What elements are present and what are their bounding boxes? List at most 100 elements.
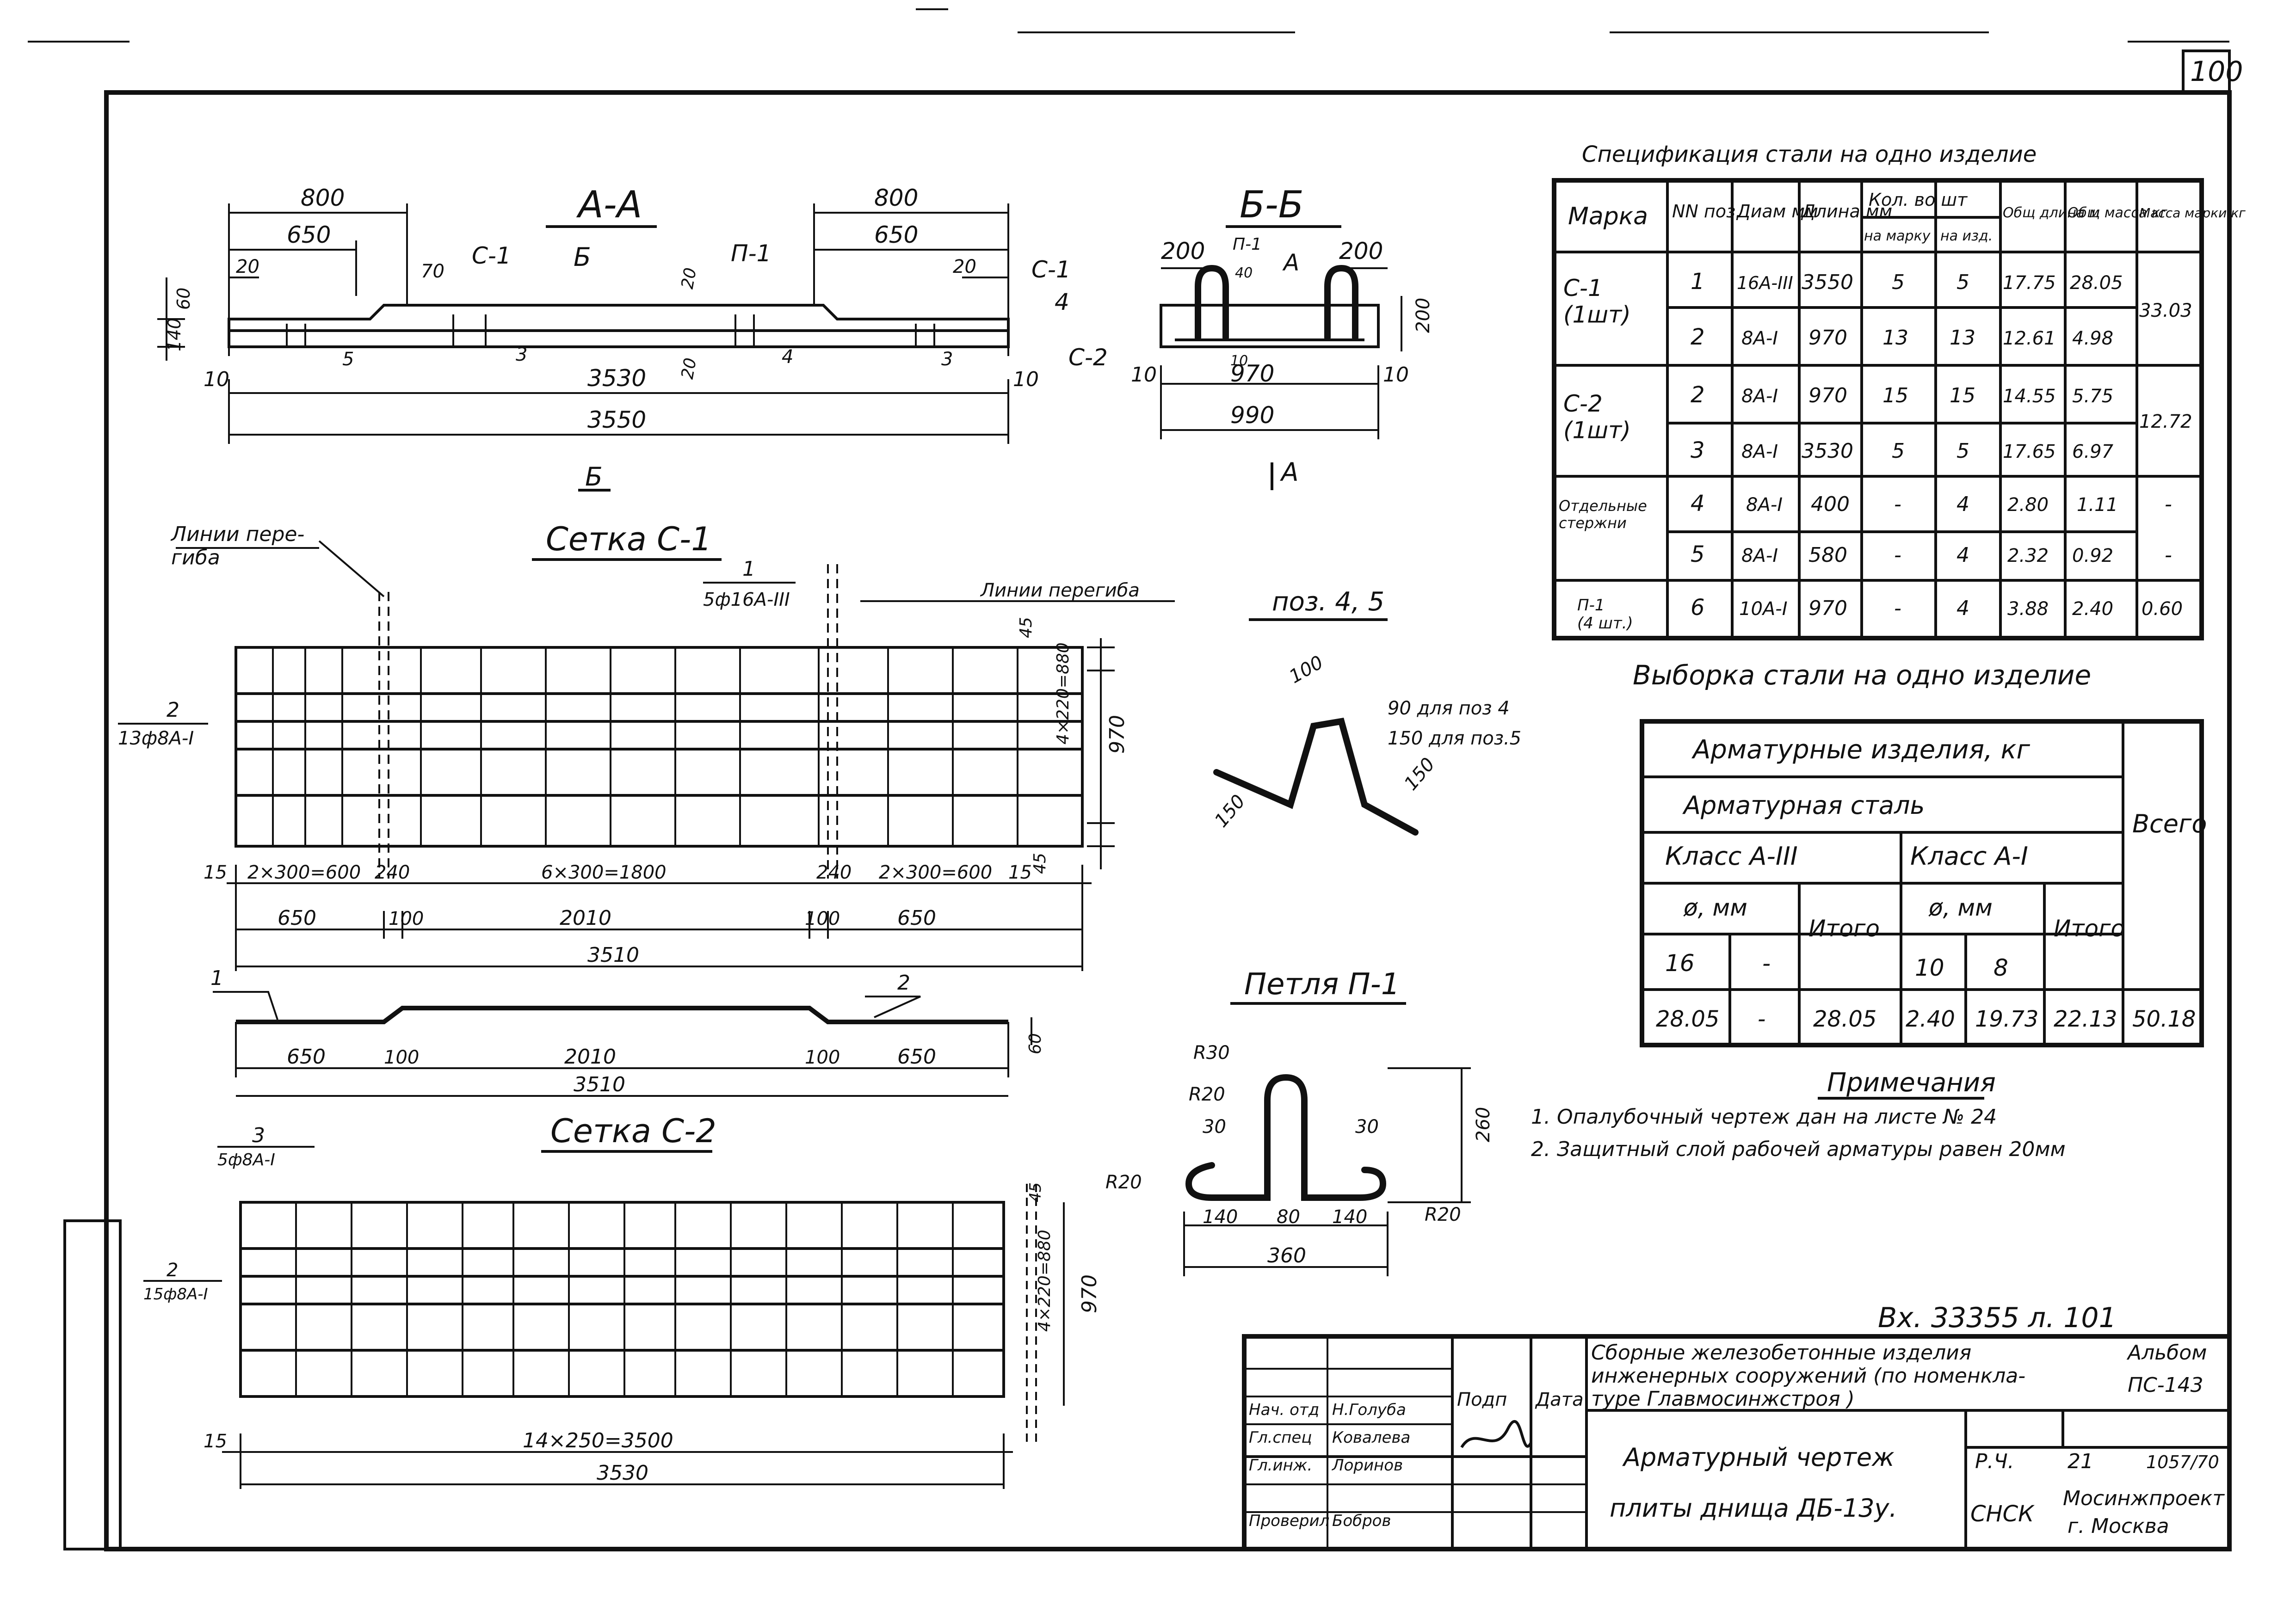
spec-r6-len: 970 <box>1808 597 1847 620</box>
tb-name3: Лоринов <box>1331 1456 1403 1475</box>
c2-bar2-bottom: 15ф8А-I <box>143 1285 208 1304</box>
c1-profile-h60: 60 <box>1026 1033 1045 1054</box>
pos45-dim-150a: 150 <box>1210 791 1249 831</box>
spec-r4-pos: 4 <box>1691 491 1705 517</box>
aa-dim-3530: 3530 <box>587 365 646 392</box>
tb-drawing-line1: Арматурный чертеж <box>1622 1443 1895 1472</box>
c1-profile-total: 3510 <box>574 1073 625 1096</box>
aa-label-c1: С-1 <box>472 242 511 269</box>
c2-total: 3530 <box>597 1461 648 1485</box>
spec-r6-mm: 0.60 <box>2142 598 2183 620</box>
spec-r2-diam: 8А-I <box>1741 386 1778 407</box>
selection-table: Выборка стали на одно изделие Арматурные… <box>1633 659 2207 1047</box>
sel-itogo2: Итого <box>2054 915 2125 942</box>
sel-c16: 16 <box>1665 950 1695 977</box>
sel-vdash: - <box>1758 1006 1765 1032</box>
notes: Примечания 1. Опалубочный чертеж дан на … <box>1531 1068 2066 1161</box>
c1-row1-3: 6×300=1800 <box>541 862 667 883</box>
spec-r5-tm: 0.92 <box>2072 545 2113 566</box>
spec-r4-qm: - <box>1894 492 1901 516</box>
c1-dim-4x220: 4×220=880 <box>1054 642 1073 744</box>
spec-r0-qm: 5 <box>1892 271 1905 294</box>
tb-org-name1: Мосинжпроект <box>2063 1487 2225 1510</box>
c1-profile-100b: 100 <box>805 1047 840 1068</box>
aa-dim-650-left: 650 <box>287 221 331 248</box>
spec-r4-mm: - <box>2165 492 2172 516</box>
aa-dim-20b: 20 <box>678 357 700 381</box>
spec-r5-qi: 4 <box>1957 543 1969 567</box>
bb-dim-10-right: 10 <box>1383 363 1409 387</box>
c1-row2-1: 100 <box>389 908 424 929</box>
bb-dim-990: 990 <box>1230 402 1274 429</box>
c1-row2-3: 100 <box>805 908 840 929</box>
aa-label-p1: П-1 <box>731 240 771 267</box>
note-1: 1. Опалубочный чертеж дан на листе № 24 <box>1531 1105 1997 1129</box>
spec-r2-len: 970 <box>1808 384 1847 407</box>
sel-v8: 19.73 <box>1975 1006 2038 1032</box>
tb-role4: Проверил <box>1249 1512 1329 1530</box>
spec-r0-len: 3550 <box>1802 271 1853 294</box>
aa-dim-70: 70 <box>421 261 444 282</box>
aa-dim-3550: 3550 <box>587 406 646 433</box>
c2-dim-14x250: 14×250=3500 <box>523 1429 673 1452</box>
tb-col-sign: Подп <box>1457 1389 1507 1410</box>
tb-order-no: 1057/70 <box>2146 1452 2219 1472</box>
aa-dim-10-left: 10 <box>204 368 229 391</box>
loop-d140a: 140 <box>1203 1206 1238 1228</box>
bb-dim-970: 970 <box>1230 360 1274 387</box>
spec-r4-tm: 1.11 <box>2077 494 2118 516</box>
spec-r3-qi: 5 <box>1957 439 1969 463</box>
sel-diam: ø, мм <box>1683 894 1747 921</box>
c1-row1-1: 2×300=600 <box>247 862 361 883</box>
c1-profile-100a: 100 <box>384 1047 419 1068</box>
sel-itogo: Итого <box>1808 915 1880 942</box>
tb-album: Альбом <box>2126 1341 2207 1365</box>
mesh-c2: Сетка С-2 3 5ф8А-I 2 15ф8А-I R20 45 4×22… <box>143 1112 1142 1489</box>
spec-r1-len: 970 <box>1808 326 1847 350</box>
sel-total-hdr: Всего <box>2132 809 2207 838</box>
mesh-c1-title: Сетка С-1 <box>546 520 712 558</box>
pos45-detail: поз. 4, 5 100 90 для поз 4 150 для поз.5… <box>1210 587 1521 836</box>
spec-r6-pos: 6 <box>1691 595 1705 621</box>
c1-profile-bar <box>236 1006 1008 1024</box>
spec-h-mm: Масса марки кг <box>2139 205 2246 221</box>
tb-name2: Ковалева <box>1332 1428 1410 1447</box>
sel-v-itogo1: 22.13 <box>2054 1006 2117 1032</box>
bb-dim-200-left: 200 <box>1161 238 1205 265</box>
bb-dim-200-vert: 200 <box>1413 298 1434 333</box>
spec-r0-mark: С-1(1шт) <box>1563 275 1631 328</box>
loop-d30b: 30 <box>1355 1116 1379 1138</box>
tb-role2: Гл.спец <box>1249 1428 1312 1447</box>
sel-c8: 8 <box>1994 954 2008 981</box>
aa-cut-b: Б <box>585 462 603 492</box>
tb-org-line1: Сборные железобетонные изделия <box>1591 1341 1971 1365</box>
c1-row2-2: 2010 <box>560 906 611 930</box>
tb-stage-code: СНСК <box>1970 1501 2035 1527</box>
spec-r1-pos: 2 <box>1691 324 1705 350</box>
bb-dim-10: 10 <box>1230 353 1248 369</box>
c2-dim-970: 970 <box>1078 1274 1101 1313</box>
sel-class1: Класс А-I <box>1910 842 2028 871</box>
c1-grid-outline <box>235 646 1084 848</box>
spec-r3-len: 3530 <box>1802 439 1853 463</box>
section-aa: A-A 800 650 20 70 С-1 Б П-1 800 650 20 1… <box>157 183 1039 492</box>
spec-r4-qi: 4 <box>1957 492 1969 516</box>
pos45-note1: 90 для поз 4 <box>1388 698 1510 719</box>
spec-r6-qi: 4 <box>1957 597 1969 620</box>
aa-slab-outline <box>228 304 1010 348</box>
spec-r0-pos: 1 <box>1691 269 1705 295</box>
sel-c10: 10 <box>1915 954 1944 981</box>
spec-r2-qm: 15 <box>1882 384 1908 407</box>
c1-total: 3510 <box>587 943 639 967</box>
sel-v-total: 50.18 <box>2132 1006 2196 1032</box>
c1-bar1-top: 1 <box>742 557 755 581</box>
bb-dim-40: 40 <box>1235 265 1253 281</box>
spec-r3-qm: 5 <box>1892 439 1905 463</box>
spec-h-len: Длина мм <box>1801 201 1892 221</box>
spec-r0-diam: 16А-III <box>1737 273 1793 293</box>
spec-table: Спецификация стали на одно изделие Марка… <box>1552 141 2246 640</box>
c1-profile-650b: 650 <box>897 1045 936 1069</box>
aa-dim-800-left: 800 <box>301 185 345 211</box>
spec-r5-len: 580 <box>1808 543 1847 567</box>
c1-row1-0: 15 <box>204 862 227 883</box>
